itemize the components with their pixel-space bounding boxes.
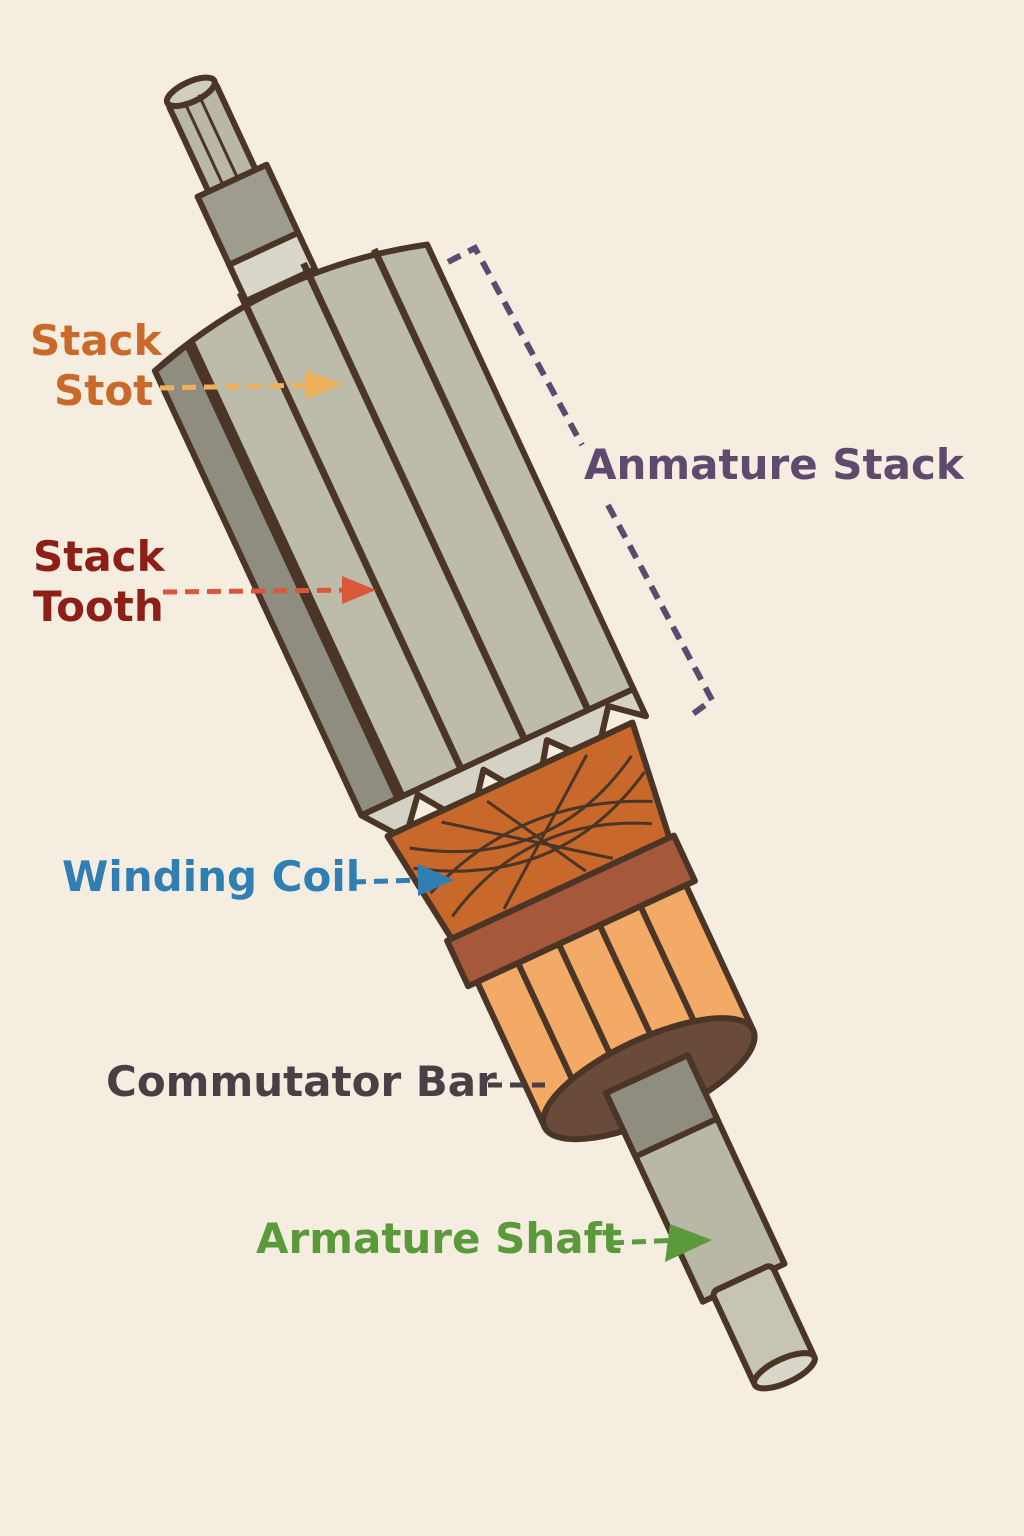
stack-tooth-arrow (162, 576, 376, 604)
label-stack-slot-line2: Stot (54, 366, 154, 416)
label-stack-tooth: Stack Tooth (33, 532, 165, 633)
label-winding-coil: Winding Coil (62, 852, 361, 901)
winding-coil-arrow (351, 864, 454, 896)
label-commutator-bar: Commutator Bar (106, 1057, 497, 1106)
armature-shaft-arrow (609, 1224, 712, 1262)
label-armature-stack: Anmature Stack (584, 440, 964, 489)
label-stack-tooth-line2: Tooth (33, 582, 164, 632)
label-stack-slot: Stack Stot (30, 316, 162, 417)
label-stack-slot-line1: Stack (30, 316, 162, 365)
stack-slot-arrow (159, 370, 342, 400)
label-armature-shaft: Armature Shaft (256, 1214, 622, 1263)
label-stack-tooth-line1: Stack (33, 532, 165, 581)
armature-stack-bracket (446, 243, 716, 719)
